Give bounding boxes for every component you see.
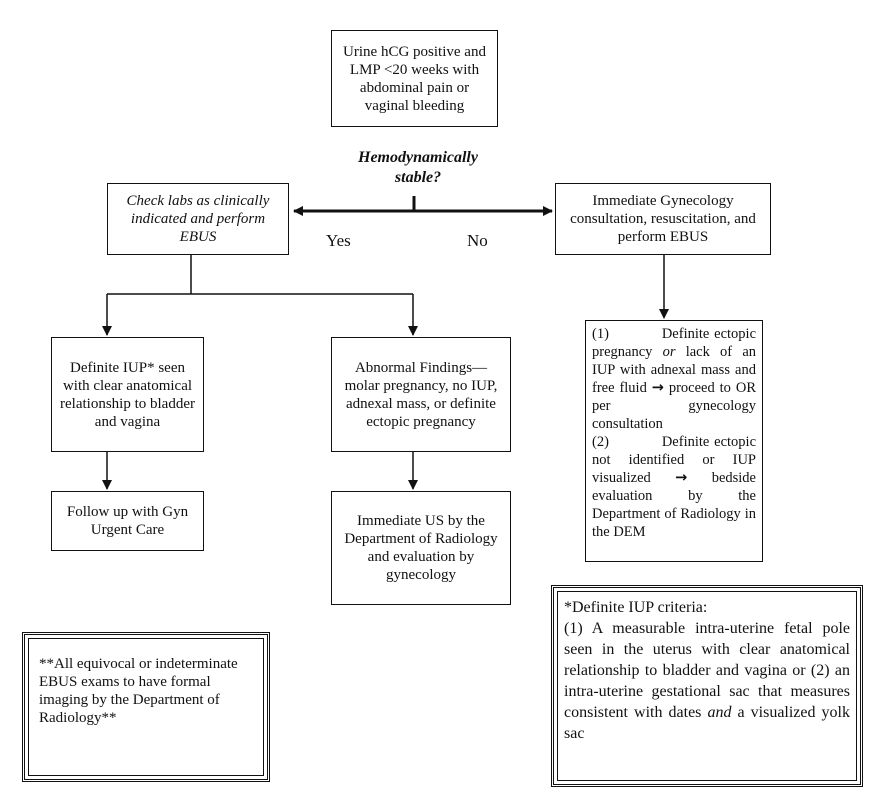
ectopic-1-number: (1): [592, 326, 609, 342]
ectopic-2-part-b: bedside evaluation by the Department of …: [592, 470, 756, 540]
yes-label: Yes: [326, 231, 351, 250]
ectopic-item-2: (2) Definite ectopic not identified or I…: [592, 433, 756, 541]
immediate-us-box: Immediate US by the Department of Radiol…: [331, 491, 511, 605]
start-text: Urine hCG positive and LMP <20 weeks wit…: [343, 43, 486, 114]
equivocal-note: **All equivocal or indeterminate EBUS ex…: [22, 632, 270, 782]
ectopic-2-number: (2): [592, 434, 609, 450]
ectopic-1-part-c: proceed to OR per gynecology consultatio…: [592, 380, 756, 432]
check-labs-box: Check labs as clinically indicated and p…: [107, 183, 289, 255]
abnormal-findings-text: Abnormal Findings—molar pregnancy, no IU…: [344, 359, 498, 430]
immediate-gyn-text: Immediate Gynecology consultation, resus…: [570, 193, 756, 245]
iup-criteria-note: *Definite IUP criteria: (1) A measurable…: [551, 585, 863, 787]
check-labs-text: Check labs as clinically indicated and p…: [126, 193, 270, 245]
ectopic-2-part-a: Definite ectopic not identified or IUP v…: [592, 434, 757, 486]
equivocal-note-text: **All equivocal or indeterminate EBUS ex…: [39, 656, 238, 726]
criteria-part-b: a visualized yolk sac: [564, 704, 851, 742]
follow-up-box: Follow up with Gyn Urgent Care: [51, 491, 204, 551]
no-label: No: [467, 231, 488, 250]
decision-label: Hemodynamically stable?: [358, 149, 478, 186]
definite-iup-box: Definite IUP* seen with clear anatomical…: [51, 337, 204, 452]
definite-iup-text: Definite IUP* seen with clear anatomical…: [60, 359, 195, 430]
abnormal-findings-box: Abnormal Findings—molar pregnancy, no IU…: [331, 337, 511, 452]
criteria-part-a: (1) A measurable intra-uterine fetal pol…: [564, 620, 850, 721]
start-box: Urine hCG positive and LMP <20 weeks wit…: [331, 30, 498, 127]
ectopic-box: (1) Definite ectopic pregnancy or lack o…: [585, 320, 763, 562]
arrow-right-icon: →: [675, 470, 688, 486]
criteria-title: *Definite IUP criteria:: [564, 599, 708, 616]
follow-up-text: Follow up with Gyn Urgent Care: [66, 504, 189, 538]
criteria-body: (1) A measurable intra-uterine fetal pol…: [564, 618, 850, 744]
immediate-gyn-box: Immediate Gynecology consultation, resus…: [555, 183, 771, 255]
arrow-right-icon: →: [651, 380, 664, 396]
ectopic-1-or: or: [662, 344, 676, 360]
criteria-and: and: [707, 704, 732, 721]
ectopic-1-part-b: lack of an IUP with adnexal mass and fre…: [592, 344, 757, 396]
ectopic-item-1: (1) Definite ectopic pregnancy or lack o…: [592, 325, 756, 433]
ectopic-1-part-a: Definite ectopic pregnancy: [592, 326, 757, 360]
immediate-us-text: Immediate US by the Department of Radiol…: [344, 513, 498, 583]
